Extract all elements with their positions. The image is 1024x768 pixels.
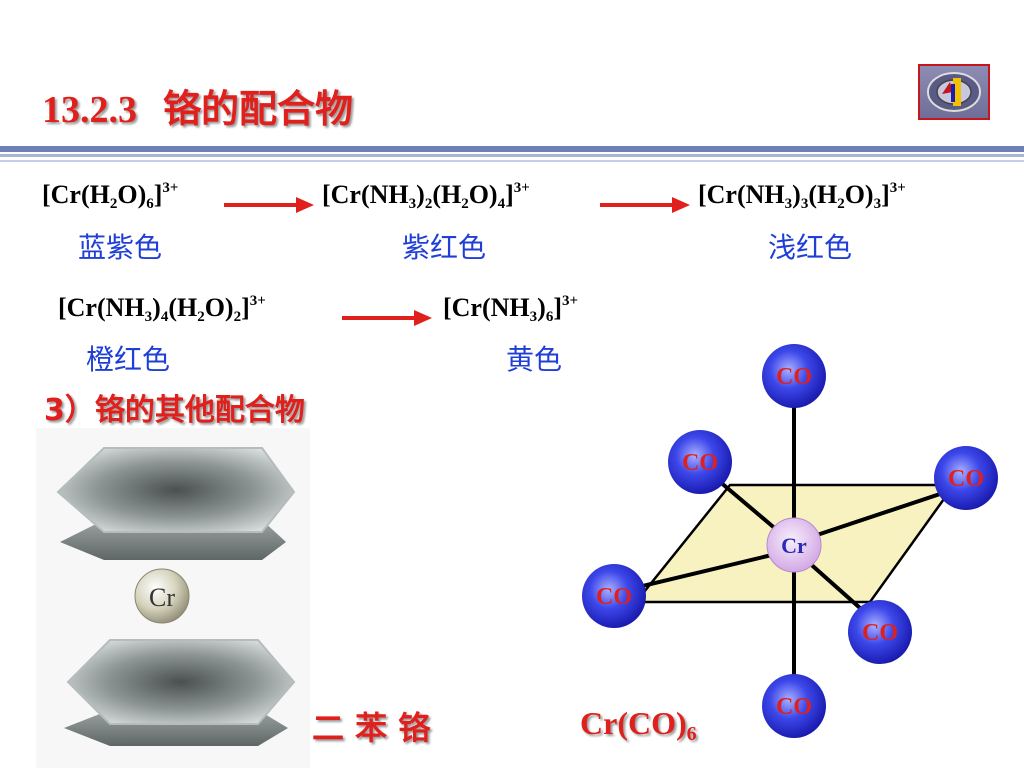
color-label-orange-red: 橙红色 <box>86 343 171 376</box>
chromium-atom-label: Cr <box>149 583 175 612</box>
color-label-light-red: 浅红色 <box>768 231 853 264</box>
slide-nav-logo-icon <box>927 72 981 112</box>
svg-text:CO: CO <box>948 466 984 492</box>
svg-text:CO: CO <box>862 620 898 646</box>
co-ligand-front-right: CO <box>848 600 912 664</box>
reaction-arrow-1 <box>224 197 314 213</box>
header-divider-light <box>0 154 1024 157</box>
header-divider-thick <box>0 146 1024 152</box>
subheading-other-complexes: 3）铬的其他配合物 <box>44 393 305 428</box>
hexacarbonyl-chromium-diagram: CO CO CO CO CO CO Cr <box>582 344 998 738</box>
section-title: 铬的配合物 <box>163 87 354 131</box>
complex-tetraammine-diaqua: [Cr(NH3)4(H2O)2]3+ <box>58 293 266 325</box>
reaction-arrow-3 <box>342 310 432 326</box>
complex-hexaammine: [Cr(NH3)6]3+ <box>443 293 579 325</box>
color-label-yellow: 黄色 <box>506 343 563 376</box>
slide-nav-logo-button[interactable] <box>918 64 990 120</box>
complex-triammine-triaqua: [Cr(NH3)3(H2O)3]3+ <box>698 180 906 212</box>
benzene-ring-bottom <box>64 639 296 746</box>
co-ligand-front-left: CO <box>582 564 646 628</box>
svg-text:CO: CO <box>596 584 632 610</box>
chromium-atom-sphere: Cr <box>134 568 190 624</box>
chromium-center-atom: Cr <box>766 517 822 573</box>
co-ligand-bottom: CO <box>762 674 826 738</box>
color-label-blue-violet: 蓝紫色 <box>78 231 163 264</box>
co-ligand-back-left: CO <box>668 430 732 494</box>
svg-text:CO: CO <box>776 364 812 390</box>
color-label-purple-red: 紫红色 <box>402 231 487 264</box>
reaction-arrow-2 <box>600 197 690 213</box>
svg-text:CO: CO <box>776 694 812 720</box>
co-ligand-top: CO <box>762 344 826 408</box>
section-number: 13.2.3 <box>42 89 137 131</box>
svg-text:CO: CO <box>682 450 718 476</box>
complex-hexaaqua: [Cr(H2O)6]3+ <box>42 180 179 212</box>
co-ligand-back-right: CO <box>934 446 998 510</box>
dibenzene-chromium-illustration: Cr <box>36 428 310 768</box>
benzene-ring-top <box>56 447 296 560</box>
complex-diammine-tetraaqua: [Cr(NH3)2(H2O)4]3+ <box>322 180 530 212</box>
header-divider-thin <box>0 160 1024 162</box>
slide-title: 13.2.3 铬的配合物 <box>42 78 353 133</box>
hexacarbonyl-formula: Cr(CO)6 <box>580 705 697 745</box>
chromium-center-label: Cr <box>781 533 807 558</box>
dibenzene-chromium-caption: 二 苯 铬 <box>312 709 431 747</box>
